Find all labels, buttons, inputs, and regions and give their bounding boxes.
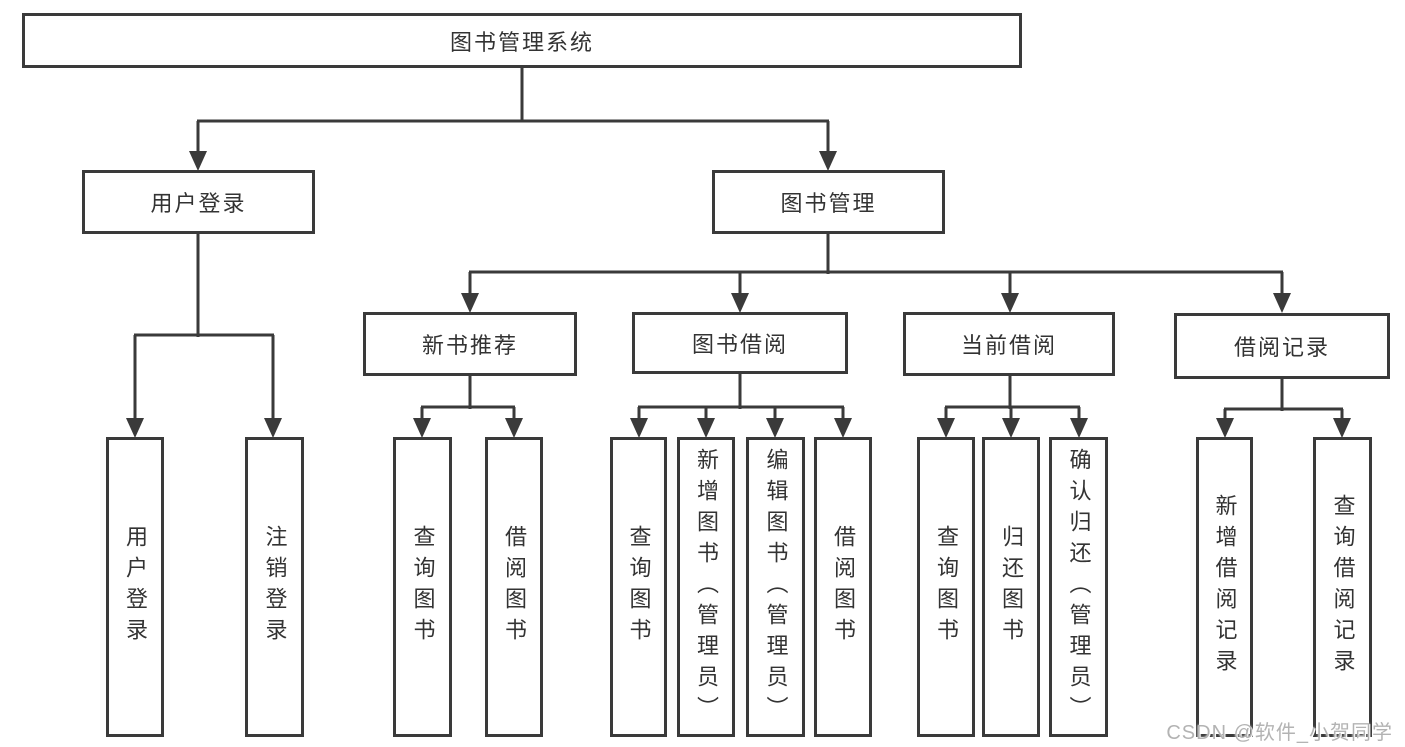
- node-book-borrowing: 图书借阅: [632, 312, 848, 374]
- node-book-management: 图书管理: [712, 170, 945, 234]
- leaf-label: 确认归还（管理员）: [1066, 447, 1092, 727]
- arrow-down-icon: [461, 293, 479, 313]
- arrow-down-icon: [1333, 418, 1351, 438]
- node-user-login: 用户登录: [82, 170, 315, 234]
- arrow-down-icon: [834, 418, 852, 438]
- leaf-query-borrow-record: 查询借阅记录: [1313, 437, 1372, 737]
- connector-user-login-children: [126, 232, 282, 438]
- leaf-label: 用户登录: [123, 525, 148, 649]
- arrow-down-icon: [1002, 418, 1020, 438]
- arrow-down-icon: [189, 151, 207, 171]
- leaf-label: 借阅图书: [502, 525, 527, 649]
- leaf-label: 归还图书: [999, 525, 1024, 649]
- arrow-down-icon: [819, 151, 837, 171]
- arrow-down-icon: [1001, 293, 1019, 313]
- leaf-return-books: 归还图书: [982, 437, 1040, 737]
- node-label: 新书推荐: [421, 333, 518, 358]
- leaf-label: 编辑图书（管理员）: [763, 447, 789, 727]
- leaf-confirm-return-admin: 确认归还（管理员）: [1049, 437, 1108, 737]
- arrow-down-icon: [505, 418, 523, 438]
- leaf-user-login: 用户登录: [106, 437, 164, 737]
- node-label: 借阅记录: [1233, 335, 1330, 360]
- node-root: 图书管理系统: [22, 13, 1022, 68]
- leaf-label: 查询图书: [934, 525, 959, 649]
- arrow-down-icon: [264, 418, 282, 438]
- node-current-borrowing: 当前借阅: [903, 312, 1115, 376]
- csdn-watermark: CSDN @软件_小贺同学: [1166, 722, 1393, 744]
- arrow-down-icon: [697, 418, 715, 438]
- connector-current-borrowing-children: [937, 374, 1088, 438]
- connector-borrowing-records-children: [1216, 378, 1351, 438]
- node-label: 图书管理: [780, 191, 877, 216]
- leaf-add-book-admin: 新增图书（管理员）: [677, 437, 735, 737]
- arrow-down-icon: [731, 293, 749, 313]
- leaf-label: 新增借阅记录: [1212, 494, 1238, 680]
- leaf-label: 查询图书: [626, 525, 652, 649]
- node-label: 用户登录: [150, 191, 247, 216]
- leaf-label: 借阅图书: [831, 525, 856, 649]
- arrow-down-icon: [1273, 293, 1291, 313]
- leaf-query-books: 查询图书: [610, 437, 667, 737]
- node-label: 图书借阅: [691, 332, 788, 357]
- leaf-borrow-books: 借阅图书: [814, 437, 872, 737]
- leaf-logout: 注销登录: [245, 437, 304, 737]
- leaf-label: 查询图书: [410, 525, 436, 649]
- arrow-down-icon: [937, 418, 955, 438]
- leaf-label: 查询借阅记录: [1330, 494, 1356, 680]
- leaf-query-books: 查询图书: [917, 437, 975, 737]
- node-borrowing-records: 借阅记录: [1174, 313, 1390, 379]
- arrow-down-icon: [1070, 418, 1088, 438]
- arrow-down-icon: [413, 418, 431, 438]
- connector-new-book-children: [413, 374, 523, 438]
- arrow-down-icon: [126, 418, 144, 438]
- node-label: 当前借阅: [960, 333, 1057, 358]
- connector-book-borrowing-children: [630, 372, 852, 438]
- arrow-down-icon: [630, 418, 648, 438]
- arrow-down-icon: [1216, 418, 1234, 438]
- connector-root-to-level2: [189, 66, 837, 171]
- arrow-down-icon: [766, 418, 784, 438]
- leaf-query-books: 查询图书: [393, 437, 452, 737]
- connector-book-management-children: [461, 231, 1291, 313]
- leaf-borrow-books: 借阅图书: [485, 437, 543, 737]
- node-new-book-recommendation: 新书推荐: [363, 312, 577, 376]
- leaf-label: 注销登录: [262, 525, 288, 649]
- node-root-label: 图书管理系统: [449, 29, 594, 55]
- leaf-label: 新增图书（管理员）: [694, 447, 719, 727]
- leaf-add-borrow-record: 新增借阅记录: [1196, 437, 1253, 737]
- leaf-edit-book-admin: 编辑图书（管理员）: [746, 437, 805, 737]
